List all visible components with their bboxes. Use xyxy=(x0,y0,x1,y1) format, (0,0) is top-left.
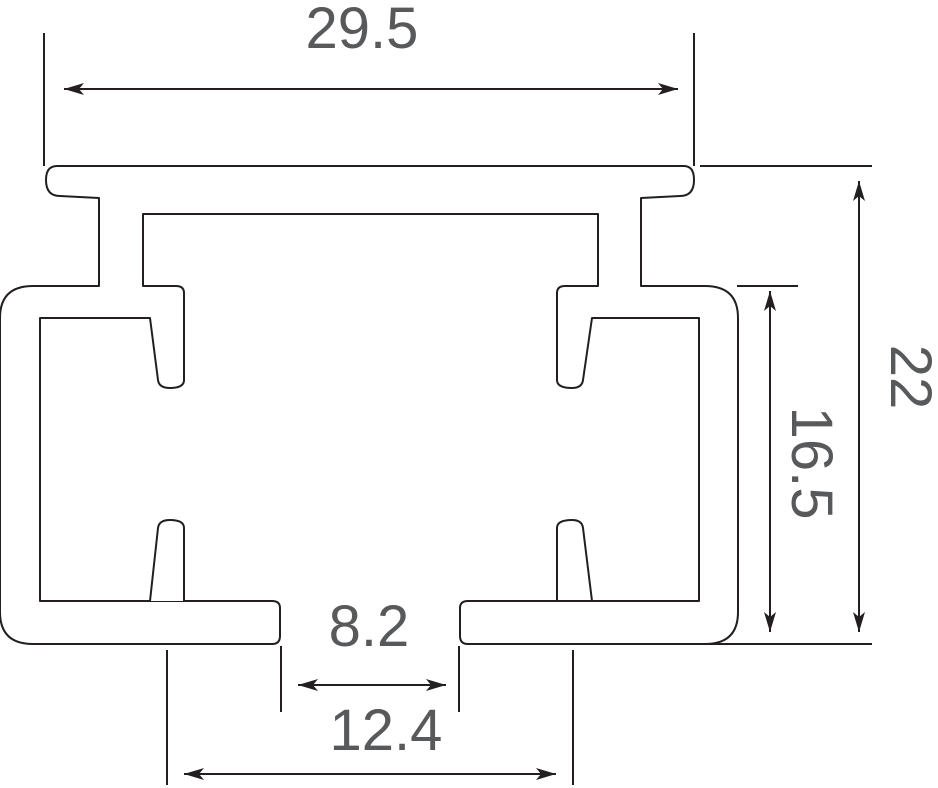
dim-label-overall-width: 29.5 xyxy=(306,0,419,61)
profile-lower-left-lip-edge xyxy=(149,519,185,602)
profile-lower-left-lip xyxy=(150,520,184,601)
extension-lines xyxy=(43,33,872,785)
dimension-lines xyxy=(64,83,865,780)
profile-outline xyxy=(0,165,739,645)
dim-label-inner-height: 16.5 xyxy=(779,407,844,520)
dim-label-slot-span: 12.4 xyxy=(330,698,443,763)
profile-outer-contour xyxy=(0,165,739,645)
dim-label-overall-height: 22 xyxy=(878,345,938,410)
dimension-labels: 29.5 8.2 12.4 22 16.5 xyxy=(306,0,938,763)
profile-lower-right-lip-edge xyxy=(556,519,593,602)
dim-label-slot-opening: 8.2 xyxy=(329,594,410,659)
